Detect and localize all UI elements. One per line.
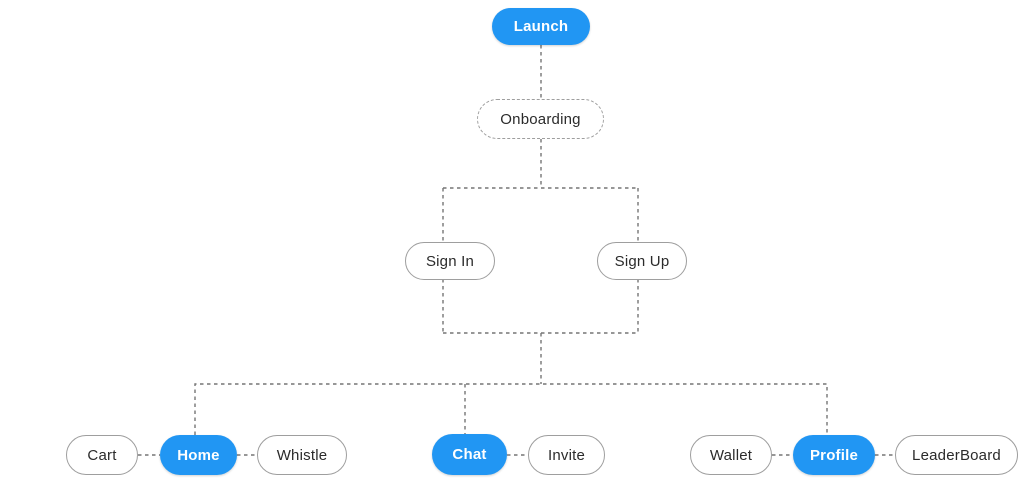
- node-cart[interactable]: Cart: [66, 435, 138, 475]
- node-wallet[interactable]: Wallet: [690, 435, 772, 475]
- node-chat[interactable]: Chat: [432, 434, 507, 475]
- node-leaderboard[interactable]: LeaderBoard: [895, 435, 1018, 475]
- node-whistle[interactable]: Whistle: [257, 435, 347, 475]
- node-onboarding[interactable]: Onboarding: [477, 99, 604, 139]
- node-invite[interactable]: Invite: [528, 435, 605, 475]
- edge-main-branch: [194, 383, 828, 435]
- node-profile[interactable]: Profile: [793, 435, 875, 475]
- node-sign-up[interactable]: Sign Up: [597, 242, 687, 280]
- node-sign-in[interactable]: Sign In: [405, 242, 495, 280]
- node-home[interactable]: Home: [160, 435, 237, 475]
- node-launch[interactable]: Launch: [492, 8, 590, 45]
